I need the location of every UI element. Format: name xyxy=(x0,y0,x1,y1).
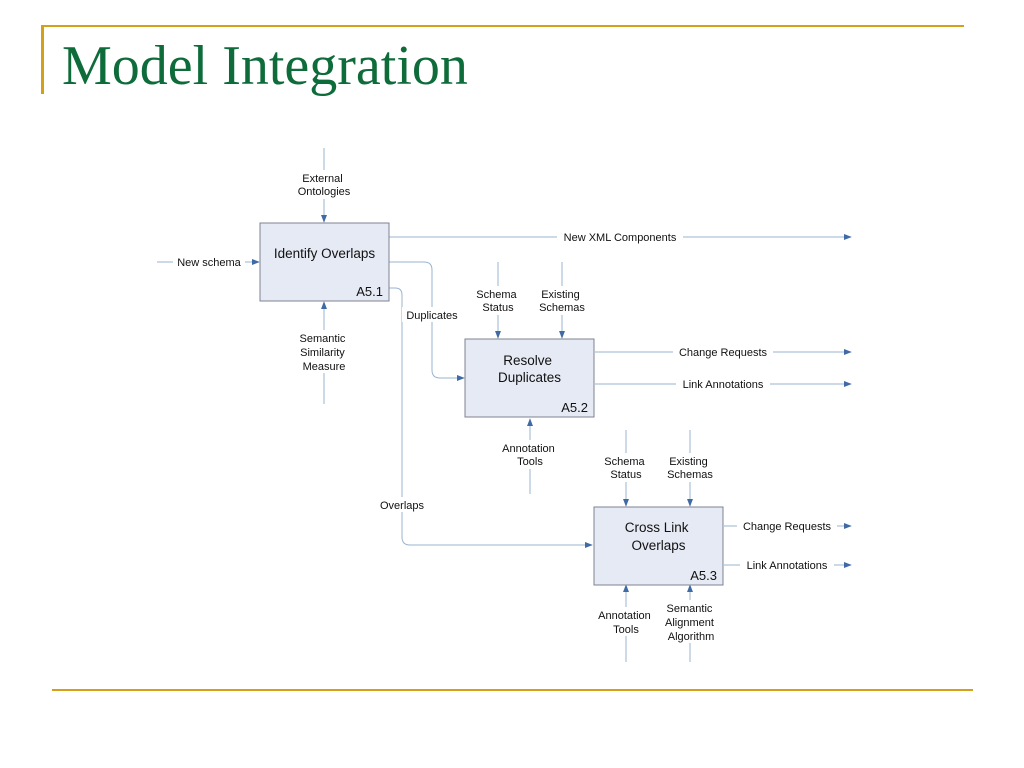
arrow-overlaps xyxy=(389,287,593,549)
box-a52: Resolve Duplicates A5.2 xyxy=(464,338,595,418)
box-a53-title: Cross Link Overlaps xyxy=(625,520,693,553)
svg-text:External Ontologies: External Ontologies xyxy=(298,173,351,198)
box-a52-id: A5.2 xyxy=(561,400,588,415)
svg-text:New schema: New schema xyxy=(177,257,241,269)
svg-text:Existing Schemas: Existing Schemas xyxy=(667,456,713,481)
svg-text:Schema Status: Schema Status xyxy=(476,289,519,314)
box-a53: Cross Link Overlaps A5.3 xyxy=(593,506,724,586)
label-external-ontologies: External Ontologies xyxy=(288,170,360,199)
box-a51-id: A5.1 xyxy=(356,284,383,299)
label-schema-status-1: Schema Status xyxy=(474,286,522,315)
svg-text:Annotation Tools: Annotation Tools xyxy=(598,610,654,636)
label-overlaps: Overlaps xyxy=(374,497,430,512)
svg-text:Annotation Tools: Annotation Tools xyxy=(502,443,558,468)
top-rule xyxy=(41,25,964,27)
label-new-xml-components: New XML Components xyxy=(557,229,683,244)
svg-text:New XML Components: New XML Components xyxy=(564,232,677,244)
label-existing-schemas-1: Existing Schemas xyxy=(534,286,590,315)
page-title: Model Integration xyxy=(62,35,468,97)
svg-text:Semantic Alignment: Semantic Alignment Algorithm xyxy=(665,603,717,643)
label-existing-schemas-2: Existing Schemas xyxy=(662,453,718,482)
title-accent-bar xyxy=(41,26,44,94)
bottom-rule xyxy=(52,689,973,691)
svg-text:Change Requests: Change Requests xyxy=(743,521,832,533)
label-change-requests-1: Change Requests xyxy=(673,344,773,359)
label-annotation-tools-1: Annotation Tools xyxy=(498,440,562,469)
svg-text:Semantic Similarity: Semantic Similarity Measure xyxy=(300,333,349,373)
svg-text:Change Requests: Change Requests xyxy=(679,347,768,359)
label-duplicates: Duplicates xyxy=(402,307,462,322)
svg-text:Existing Schemas: Existing Schemas xyxy=(539,289,585,314)
box-a53-id: A5.3 xyxy=(690,568,717,583)
svg-text:Link Annotations: Link Annotations xyxy=(747,560,828,572)
svg-text:Duplicates: Duplicates xyxy=(406,310,458,322)
box-a51-title: Identify Overlaps xyxy=(274,246,376,261)
box-a52-title: Resolve Duplicates xyxy=(498,353,561,385)
svg-text:Schema Status: Schema Status xyxy=(604,456,647,481)
svg-text:Link Annotations: Link Annotations xyxy=(683,379,764,391)
label-semantic-similarity: Semantic Similarity Measure xyxy=(292,330,356,373)
svg-text:Overlaps: Overlaps xyxy=(380,500,425,512)
label-change-requests-2: Change Requests xyxy=(737,518,837,533)
label-link-annotations-1: Link Annotations xyxy=(676,376,770,391)
label-new-schema: New schema xyxy=(173,255,245,269)
box-a51: Identify Overlaps A5.1 xyxy=(259,222,390,302)
label-schema-status-2: Schema Status xyxy=(602,453,650,482)
label-annotation-tools-2: Annotation Tools xyxy=(594,607,658,636)
label-link-annotations-2: Link Annotations xyxy=(740,557,834,572)
label-semantic-alignment: Semantic Alignment Algorithm xyxy=(662,600,720,643)
